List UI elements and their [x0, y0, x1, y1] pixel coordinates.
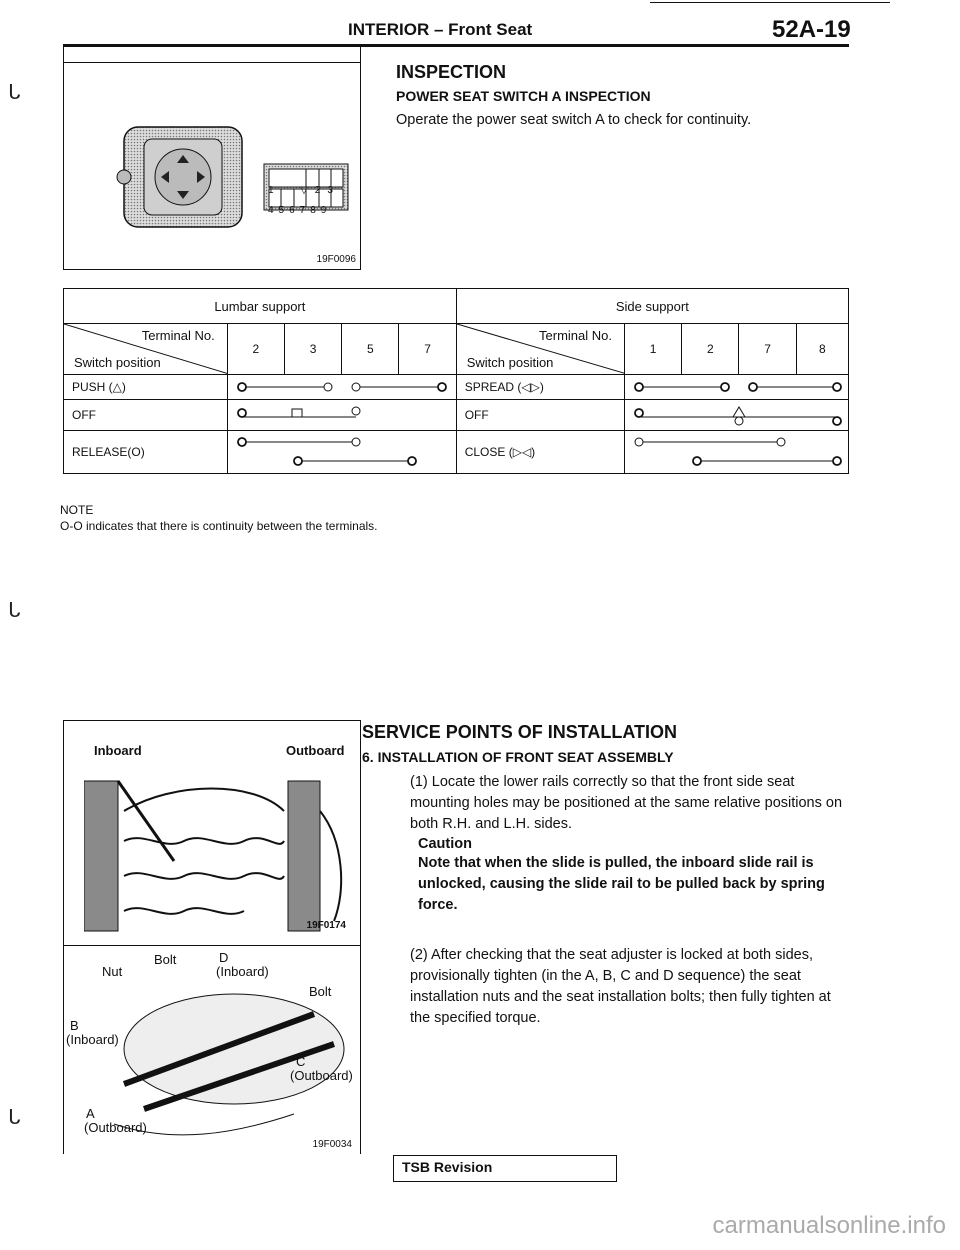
- seat-rail-illustration: [84, 780, 343, 932]
- bolt-sequence-figure: Nut Bolt D (Inboard) Bolt B (Inboard) C …: [63, 944, 361, 1154]
- b-label: B: [70, 1018, 79, 1033]
- tsb-revision-label: TSB Revision: [402, 1159, 493, 1175]
- lumbar-push-continuity: [226, 374, 457, 400]
- figure-caption: 19F0174: [306, 920, 346, 931]
- continuity-table: Lumbar support Side support Terminal No.…: [63, 288, 850, 474]
- side-off-continuity: [623, 399, 850, 431]
- c-side-label: (Outboard): [290, 1068, 353, 1083]
- service-heading: SERVICE POINTS OF INSTALLATION: [362, 722, 678, 742]
- caution-text: Note that when the slide is pulled, the …: [418, 855, 825, 913]
- b-side-label: (Inboard): [66, 1032, 119, 1047]
- lumbar-off-continuity: [226, 399, 457, 431]
- inspection-subheading: POWER SEAT SWITCH A INSPECTION: [396, 88, 651, 104]
- bolt-label: Bolt: [309, 984, 332, 999]
- header-top-rule: [650, 2, 890, 3]
- lumbar-terminal: 2: [226, 323, 285, 375]
- switch-position-label: Switch position: [74, 355, 161, 370]
- connector-pins-top: 1 ▽23: [268, 185, 340, 196]
- margin-mark: ᒐ: [8, 600, 21, 622]
- header-rule: [63, 44, 849, 47]
- lumbar-row-label: PUSH (△): [63, 374, 228, 400]
- seat-rail-figure: Inboard Outboard 19F0174: [63, 720, 361, 946]
- tsb-revision-box: TSB Revision: [393, 1155, 617, 1182]
- lumbar-row-label: OFF: [63, 399, 228, 431]
- side-terminal: 7: [738, 323, 797, 375]
- c-label: C: [296, 1054, 306, 1069]
- a-side-label: (Outboard): [84, 1120, 147, 1135]
- side-terminal: 8: [795, 323, 850, 375]
- note-label: NOTE: [60, 503, 94, 517]
- lumbar-row-label: RELEASE(O): [63, 430, 228, 474]
- lumbar-support-title: Lumbar support: [63, 288, 457, 324]
- lumbar-terminal: 5: [341, 323, 400, 375]
- note-text: O-O indicates that there is continuity b…: [60, 519, 378, 533]
- inboard-label: Inboard: [94, 743, 142, 758]
- inspection-heading: INSPECTION: [396, 62, 507, 82]
- page-header-title: INTERIOR – Front Seat: [348, 20, 533, 39]
- outboard-label: Outboard: [286, 743, 345, 758]
- side-row-label: SPREAD (◁▷): [455, 374, 625, 400]
- side-terminal: 1: [623, 323, 683, 375]
- side-spread-continuity: [623, 374, 850, 400]
- watermark: carmanualsonline.info: [712, 1212, 946, 1239]
- side-row-label: CLOSE (▷◁): [455, 430, 625, 474]
- lumbar-header-corner: Terminal No. Switch position: [63, 323, 228, 375]
- d-side-label: (Inboard): [216, 964, 269, 979]
- bolt-label: Bolt: [154, 952, 177, 967]
- caution-label: Caution: [418, 836, 472, 852]
- margin-mark: ᒐ: [8, 1107, 21, 1129]
- switch-illustration: [116, 126, 349, 228]
- seat-base-illustration: [113, 993, 345, 1136]
- table-note: NOTE O-O indicates that there is continu…: [60, 502, 378, 534]
- terminal-label: Terminal No.: [539, 328, 612, 343]
- side-close-continuity: [623, 430, 850, 474]
- margin-mark: ᒐ: [8, 82, 21, 104]
- nut-label: Nut: [102, 964, 123, 979]
- lumbar-terminal: 7: [398, 323, 457, 375]
- inspection-text: Operate the power seat switch A to check…: [396, 112, 752, 128]
- figure-rule: [64, 62, 360, 63]
- side-support-title: Side support: [455, 288, 850, 324]
- figure-caption: 19F0096: [316, 254, 356, 265]
- service-step-1: (1) Locate the lower rails correctly so …: [410, 774, 843, 832]
- lumbar-release-continuity: [226, 430, 457, 474]
- a-label: A: [86, 1106, 95, 1121]
- page-number: 52A-19: [772, 16, 851, 43]
- lumbar-terminal: 3: [283, 323, 343, 375]
- connector-pins-bottom: 456789: [268, 205, 332, 216]
- side-terminal: 2: [681, 323, 740, 375]
- figure-caption: 19F0034: [312, 1139, 352, 1150]
- service-step-2: (2) After checking that the seat adjuste…: [410, 947, 831, 1026]
- d-label: D: [219, 950, 229, 965]
- side-header-corner: Terminal No. Switch position: [455, 323, 625, 375]
- service-subheading: 6. INSTALLATION OF FRONT SEAT ASSEMBLY: [362, 749, 674, 765]
- terminal-label: Terminal No.: [141, 328, 215, 343]
- side-row-label: OFF: [455, 399, 625, 431]
- switch-figure: 1 ▽23 456789 19F0096: [63, 46, 361, 270]
- switch-position-label: Switch position: [466, 355, 554, 370]
